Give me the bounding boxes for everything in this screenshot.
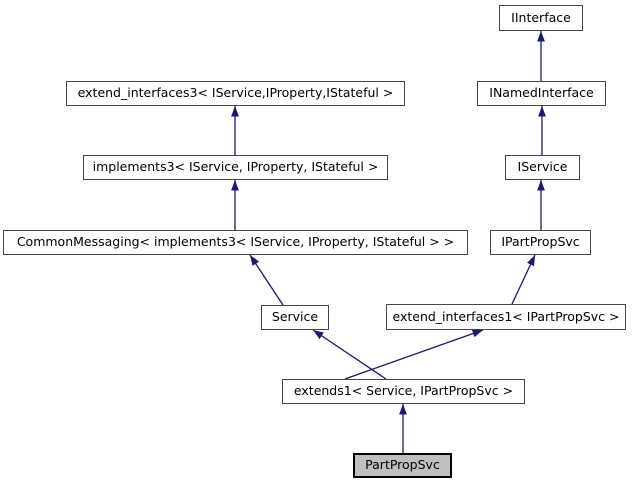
node-extends1[interactable]: extends1< Service, IPartPropSvc > xyxy=(282,379,525,404)
node-service[interactable]: Service xyxy=(261,305,329,330)
node-extend-interfaces1[interactable]: extend_interfaces1< IPartPropSvc > xyxy=(386,304,626,330)
edge-extends1-to-extend-interfaces1 xyxy=(344,329,484,380)
node-partpropsvc: PartPropSvc xyxy=(353,453,452,478)
edge-service-to-commonmessaging xyxy=(249,254,284,306)
edge-extends1-to-service xyxy=(312,329,387,380)
node-implements3[interactable]: implements3< IService, IProperty, IState… xyxy=(83,155,388,180)
node-inamedinterface[interactable]: INamedInterface xyxy=(477,81,606,106)
edge-extend-interfaces1-to-ipartpropsvc xyxy=(511,254,536,305)
node-iinterface[interactable]: IInterface xyxy=(499,5,583,31)
node-extend-interfaces3[interactable]: extend_interfaces3< IService,IProperty,I… xyxy=(66,81,405,106)
node-commonmessaging[interactable]: CommonMessaging< implements3< IService, … xyxy=(3,230,468,255)
node-iservice[interactable]: IService xyxy=(505,155,580,180)
node-ipartpropsvc[interactable]: IPartPropSvc xyxy=(490,230,591,255)
